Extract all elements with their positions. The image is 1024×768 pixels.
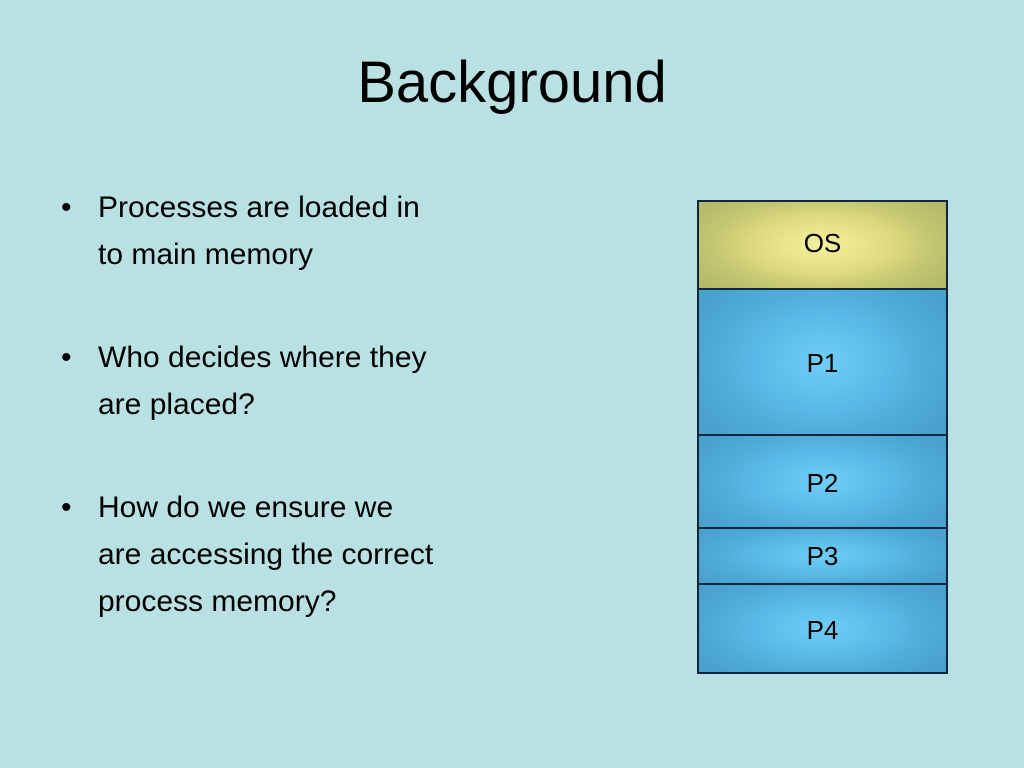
memory-layout-diagram: OS P1 P2 P3 P4 (697, 200, 948, 674)
memory-block-p4: P4 (697, 583, 948, 674)
memory-block-p1: P1 (697, 288, 948, 436)
memory-block-p3: P3 (697, 527, 948, 585)
memory-block-p2: P2 (697, 434, 948, 529)
bullet-dot-icon: • (61, 191, 72, 224)
memory-block-label: P2 (806, 467, 839, 498)
memory-block-label: P1 (806, 348, 839, 378)
memory-block-label: P3 (806, 541, 839, 571)
memory-block-label: P4 (806, 614, 839, 645)
bullet-text: How do we ensure we are accessing the co… (98, 491, 434, 618)
list-item: • Processes are loaded in to main memory (56, 184, 616, 278)
list-item: • How do we ensure we are accessing the … (56, 484, 616, 625)
memory-block-os: OS (697, 200, 948, 290)
bullet-text: Processes are loaded in to main memory (98, 191, 420, 271)
list-item: • Who decides where they are placed? (56, 334, 616, 428)
bullet-list: • Processes are loaded in to main memory… (56, 184, 616, 625)
bullet-text: Who decides where they are placed? (98, 341, 427, 421)
memory-block-label: OS (803, 228, 842, 258)
bullet-dot-icon: • (61, 491, 72, 524)
bullet-dot-icon: • (61, 341, 72, 374)
page-title: Background (357, 50, 667, 115)
